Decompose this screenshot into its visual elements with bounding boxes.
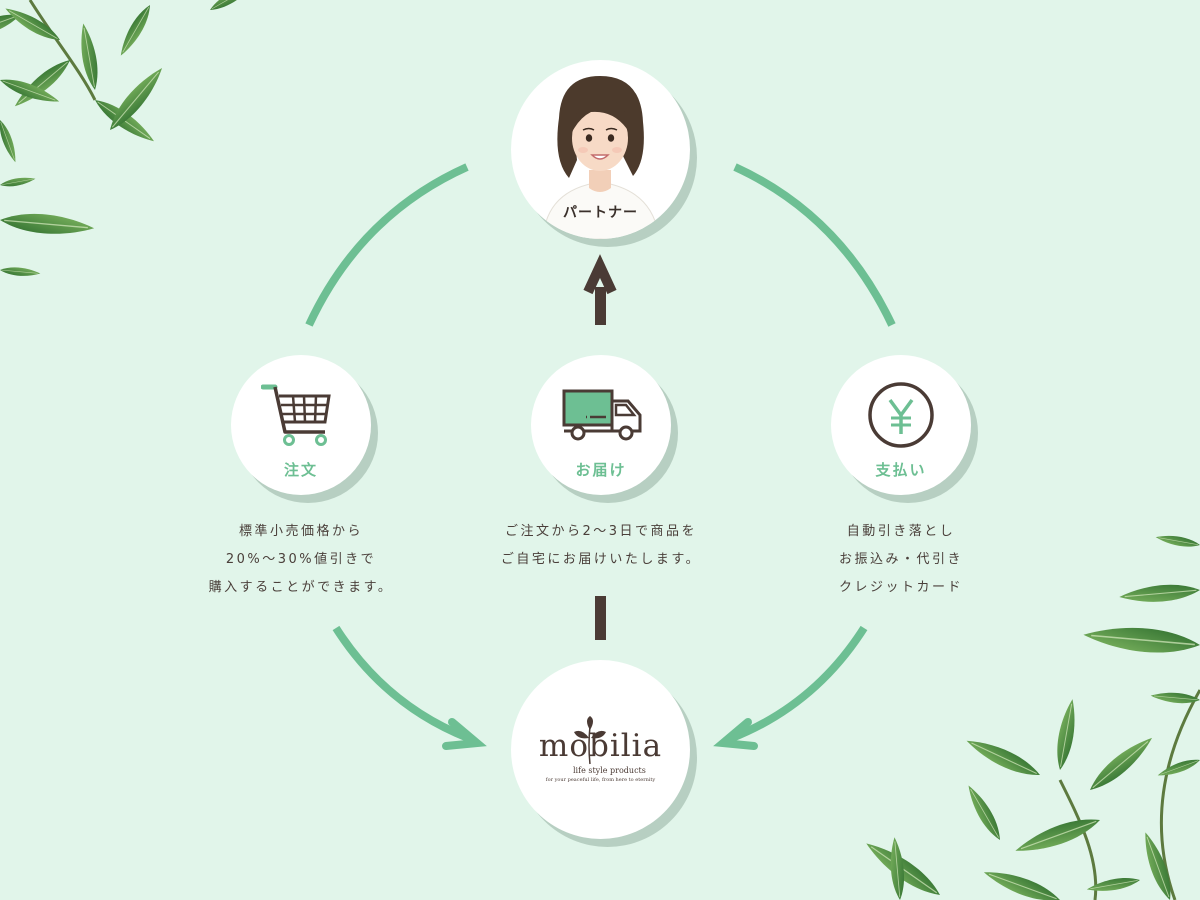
arrowhead-order-to-mobilia: [442, 718, 487, 750]
delivery-desc-line: ご自宅にお届けいたします。: [500, 552, 702, 567]
delivery-to-partner-arrowhead: [583, 254, 617, 295]
plant-bottom-right: [860, 532, 1200, 900]
order-desc-line: 標準小売価格から: [238, 524, 363, 539]
yen-circle-icon: [868, 382, 934, 448]
arrowhead-payment-to-mobilia: [713, 718, 758, 750]
delivery-to-partner-shaft: [595, 287, 606, 325]
arrow-payment-to-mobilia: [730, 625, 868, 742]
order-node: 注文: [231, 355, 371, 495]
mobilia-tagline: for your peaceful life, from here to ete…: [545, 777, 656, 783]
delivery-label: お届け: [575, 461, 627, 479]
arrow-order-to-mobilia: [332, 625, 470, 742]
order-label: 注文: [283, 461, 318, 479]
payment-label: 支払い: [875, 461, 927, 479]
delivery-description: ご注文から2〜3日で商品を ご自宅にお届けいたします。: [460, 518, 742, 574]
payment-desc-line: お振込み・代引き: [838, 552, 963, 567]
arc-order-to-partner: [305, 163, 469, 327]
mobilia-to-delivery-connector: [595, 596, 606, 640]
mobilia-wordmark: mobilia: [538, 728, 663, 764]
mobilia-subtitle: life style products: [573, 766, 646, 775]
delivery-node: お届け: [531, 355, 671, 495]
delivery-truck-icon: [562, 389, 642, 441]
arc-partner-to-payment: [733, 163, 896, 327]
leaf-sprout-icon: [574, 716, 606, 765]
payment-description: 自動引き落とし お振込み・代引き クレジットカード: [770, 518, 1032, 602]
shopping-cart-icon: [261, 384, 331, 446]
payment-desc-line: クレジットカード: [838, 580, 963, 595]
plant-top-left: [0, 0, 256, 278]
order-desc-line: 20%〜30%値引きで: [225, 552, 377, 567]
order-description: 標準小売価格から 20%〜30%値引きで 購入することができます。: [170, 518, 432, 602]
delivery-desc-line: ご注文から2〜3日で商品を: [504, 524, 698, 539]
order-desc-line: 購入することができます。: [208, 580, 394, 595]
partner-node: パートナー: [511, 60, 690, 239]
woman-avatar-icon: [542, 76, 660, 239]
payment-node: 支払い: [831, 355, 971, 495]
mobilia-node: mobilia life style products for your pea…: [511, 660, 690, 839]
partner-label: パートナー: [563, 205, 638, 221]
payment-desc-line: 自動引き落とし: [846, 524, 956, 539]
